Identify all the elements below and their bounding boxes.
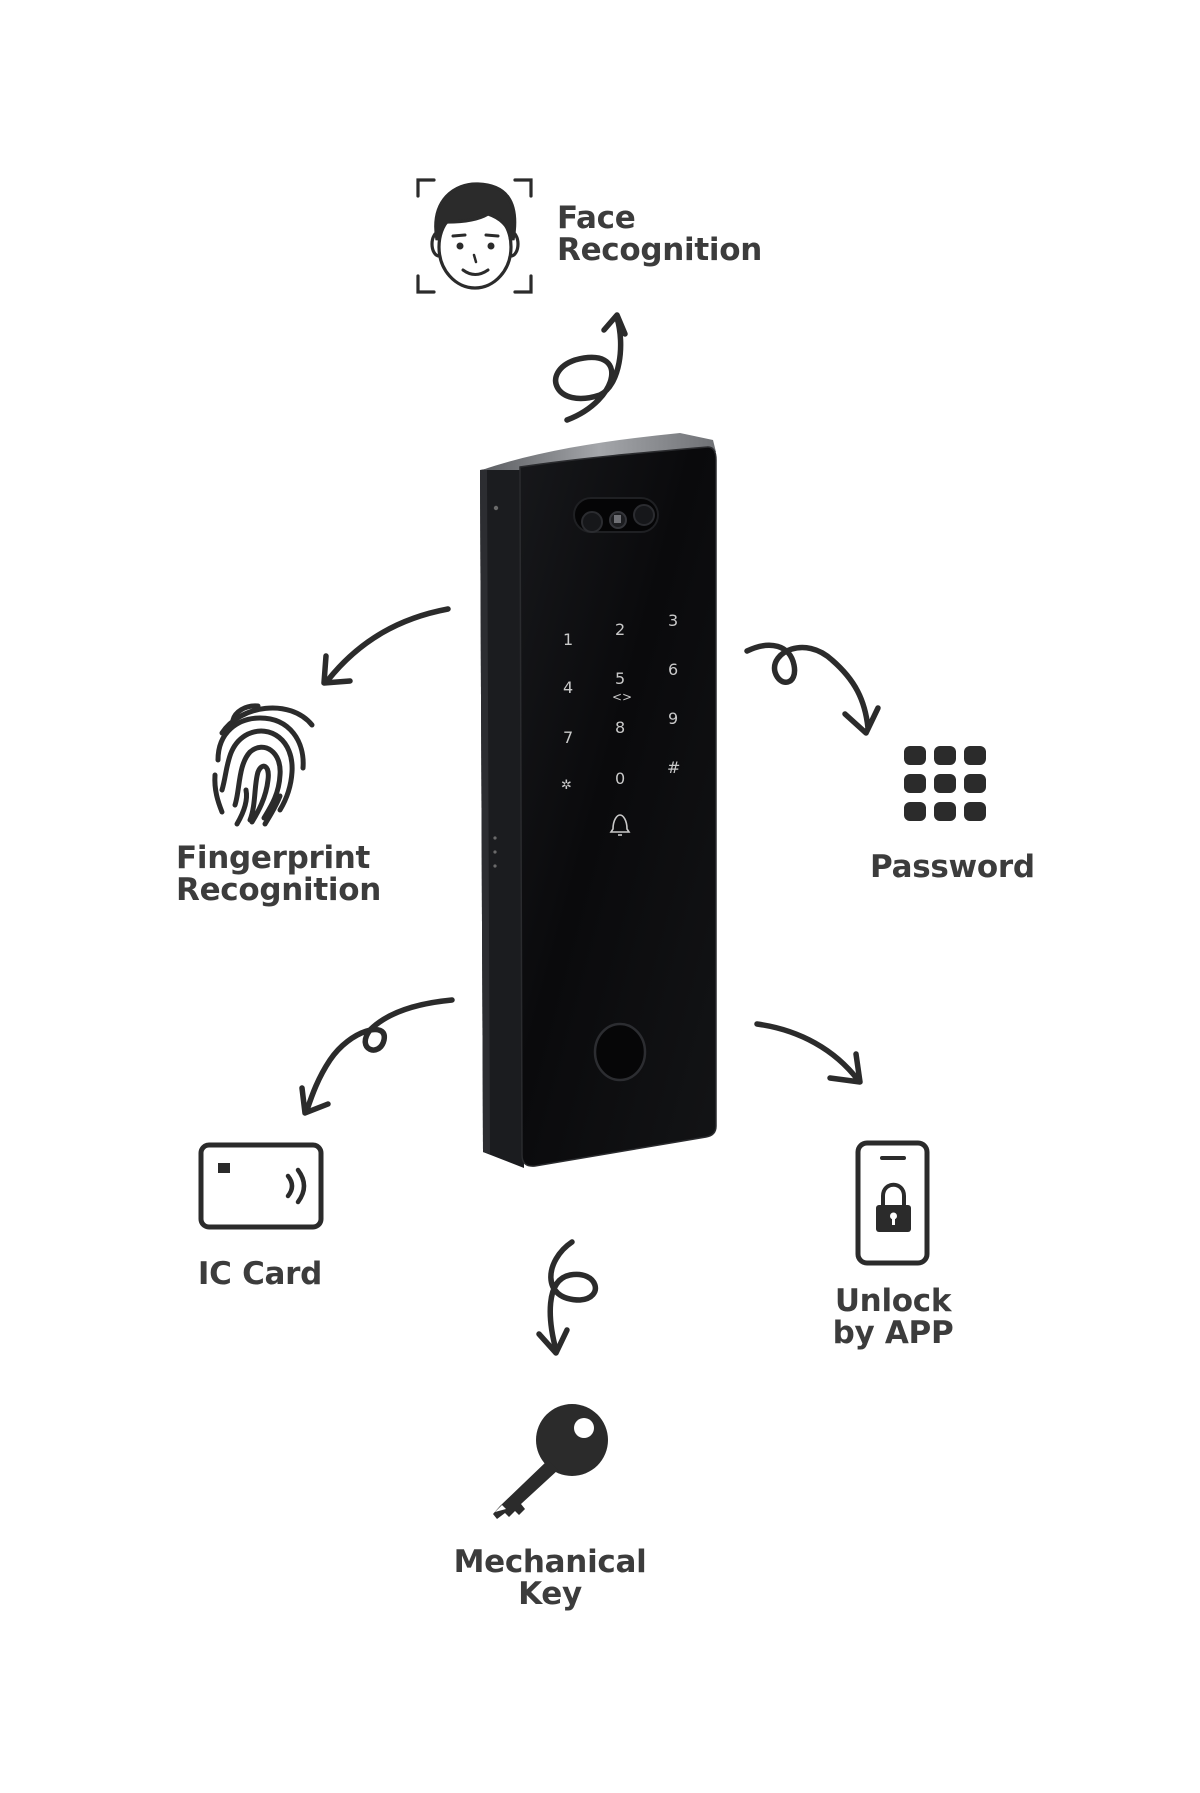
label-ic-card: IC Card [185,1258,335,1290]
label-line: IC Card [197,1256,323,1292]
bell-icon [609,814,631,836]
arrow-head-fingerprint [321,653,353,686]
arrow-to-fingerprint [325,606,451,683]
label-password: Password [870,849,1035,885]
smart-lock-device [480,433,717,1168]
label-line: Recognition [176,872,381,908]
arrow-head-password [842,705,881,736]
arrow-to-password [744,642,871,731]
label-line: Fingerprint [176,840,371,876]
label-line: Face [557,200,636,236]
arrows [299,312,881,1356]
label-fingerprint-recognition: Fingerprint Recognition [176,840,381,908]
label-face-recognition: Face Recognition [557,202,762,266]
ic-card-icon [198,1142,324,1230]
face-icon [416,178,533,294]
label-line: Unlock [834,1283,952,1319]
label-line: Recognition [557,232,762,268]
label-unlock-by-app: Unlock by APP [828,1285,958,1349]
label-line: Password [870,849,1035,885]
keypad-icon [904,746,986,821]
fingerprint-icon [212,703,315,827]
label-line: Mechanical [453,1544,647,1580]
arrow-head-key [536,1327,570,1356]
arrow-to-card [304,997,455,1113]
face-camera [573,497,659,533]
fingerprint-sensor-icon [593,1022,647,1082]
phone-lock-icon [855,1140,930,1266]
arrow-to-face [553,315,624,423]
arrow-to-app [754,1021,861,1083]
label-mechanical-key: Mechanical Key [450,1546,650,1610]
label-line: Key [518,1576,582,1612]
arrow-to-key [547,1239,599,1353]
arrow-head-card [299,1085,331,1116]
label-line: by APP [832,1315,954,1351]
arrow-head-face [601,312,628,337]
key-icon [493,1404,608,1519]
arrow-head-app [827,1051,863,1085]
